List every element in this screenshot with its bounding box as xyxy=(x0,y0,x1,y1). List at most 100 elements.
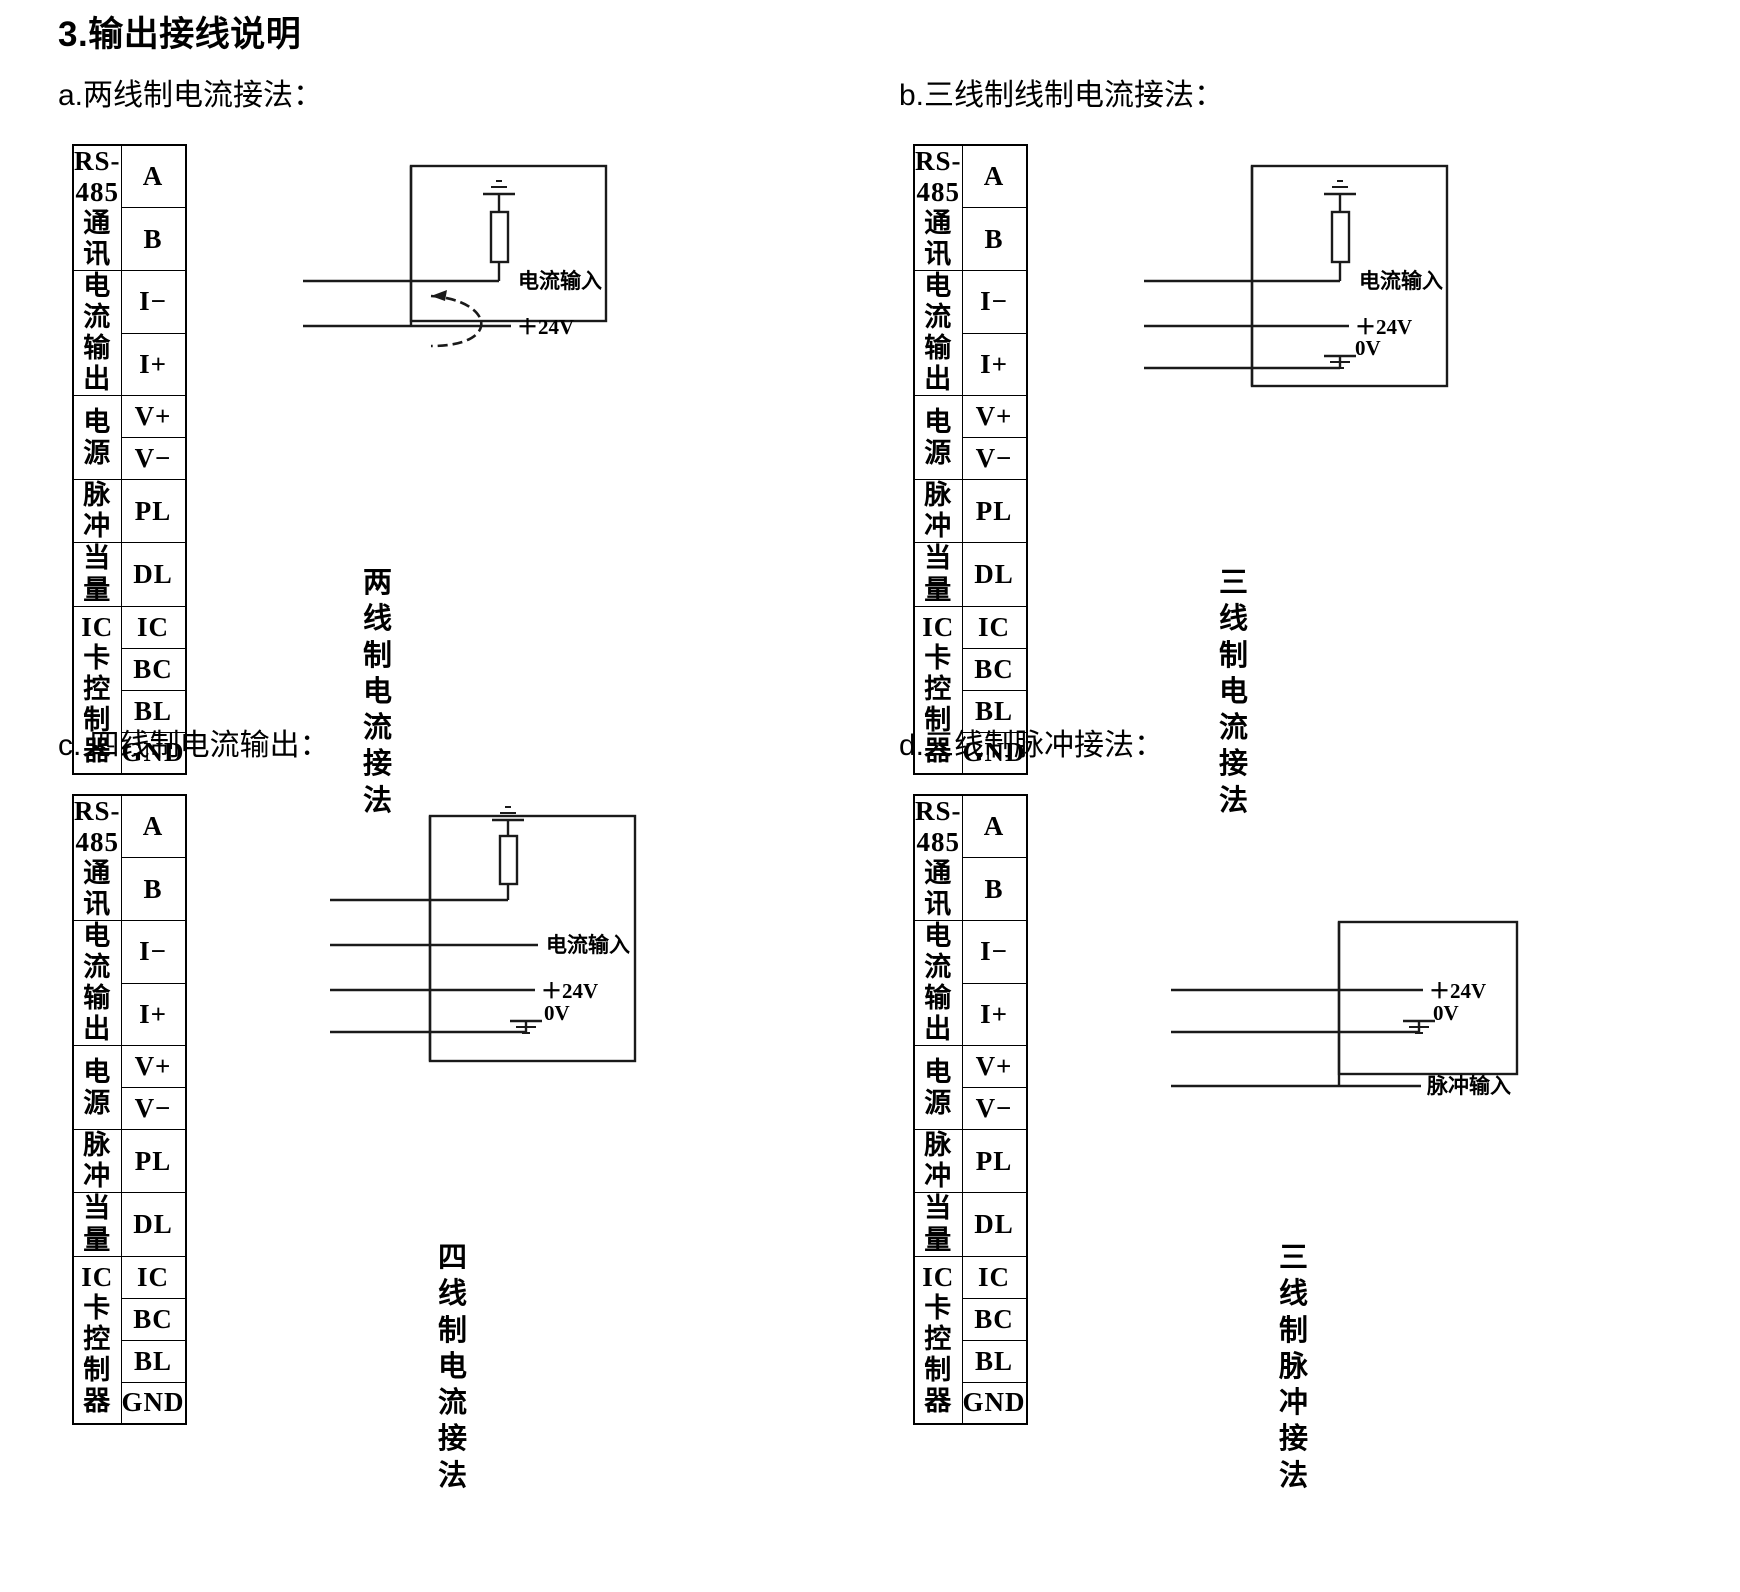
group-cell-current-output: 电流输出 xyxy=(72,270,122,397)
group-cell-ic-controller: IC卡控制器 xyxy=(913,1255,963,1425)
group-cell-current-output: 电流输出 xyxy=(72,920,122,1047)
pin-cell-b: B xyxy=(120,857,187,922)
pin-cell-v-plus: V+ xyxy=(961,395,1028,439)
group-cell-equivalent: 当量 xyxy=(913,542,963,607)
table-row: B xyxy=(73,207,187,272)
table-row: GND xyxy=(914,1381,1028,1425)
table-row: 电流输出 I− xyxy=(913,920,1028,1047)
pin-cell-a: A xyxy=(120,144,187,209)
pin-cell-gnd: GND xyxy=(961,1381,1028,1425)
group-cell-ic-controller: IC卡控制器 xyxy=(72,605,122,775)
table-row: 脉冲 PL xyxy=(913,1129,1028,1194)
pin-cell-bl: BL xyxy=(961,689,1028,733)
table-row: 电源 V+ xyxy=(913,1045,1028,1131)
group-cell-pulse: 脉冲 xyxy=(913,479,963,544)
table-row: I+ xyxy=(73,982,187,1047)
table-row: 脉冲 PL xyxy=(913,479,1028,544)
label-current-input-c: 电流输入 xyxy=(546,933,630,957)
table-row: BL xyxy=(73,1339,187,1383)
pin-cell-gnd: GND xyxy=(961,731,1028,775)
pin-cell-dl: DL xyxy=(120,1192,187,1257)
panel-a-caption: 两线制电 流接法 xyxy=(363,567,393,817)
group-cell-pulse: 脉冲 xyxy=(72,479,122,544)
pin-cell-b: B xyxy=(961,857,1028,922)
label-0v-b: 0V xyxy=(1355,336,1381,360)
table-row: BC xyxy=(73,1297,187,1341)
pin-cell-ic: IC xyxy=(961,605,1028,649)
table-row: BC xyxy=(914,647,1028,691)
table-row: 电流输出 I− xyxy=(72,270,187,397)
group-cell-equivalent: 当量 xyxy=(913,1192,963,1257)
pin-cell-pl: PL xyxy=(120,479,187,544)
table-row: V− xyxy=(914,1087,1028,1131)
pin-cell-v-plus: V+ xyxy=(961,1045,1028,1089)
table-row: 电源 V+ xyxy=(913,395,1028,481)
label-0v-d: 0V xyxy=(1433,1001,1459,1025)
pin-cell-i-plus: I+ xyxy=(120,982,187,1047)
panel-d-caption: 三线制脉 冲接法 xyxy=(1279,1242,1309,1492)
pin-cell-v-minus: V− xyxy=(120,437,187,481)
table-row: 当量 DL xyxy=(913,542,1028,607)
table-row: B xyxy=(73,857,187,922)
table-row: 电源 V+ xyxy=(72,1045,187,1131)
table-row: B xyxy=(914,857,1028,922)
table-row: IC卡控制器 IC xyxy=(72,1255,187,1425)
circuit-diagram-b: 电流输入 ＋24V 0V xyxy=(1144,150,1464,430)
pin-cell-b: B xyxy=(120,207,187,272)
table-row: 电流输出 I− xyxy=(72,920,187,1047)
panel-b-title: b.三线制线制电流接法： xyxy=(899,79,1225,112)
group-line-2: 通讯 xyxy=(83,208,112,270)
pin-cell-ic: IC xyxy=(120,605,187,649)
label-current-input-b: 电流输入 xyxy=(1359,269,1443,293)
label-24v-d: ＋24V xyxy=(1429,979,1486,1003)
table-row: 当量 DL xyxy=(72,1192,187,1257)
pin-cell-a: A xyxy=(961,144,1028,209)
group-cell-equivalent: 当量 xyxy=(72,542,122,607)
table-row: 脉冲 PL xyxy=(72,1129,187,1194)
panel-b-caption: 三线制电 流接法 xyxy=(1219,567,1249,817)
group-cell-power: 电源 xyxy=(913,1045,963,1131)
pin-cell-dl: DL xyxy=(961,1192,1028,1257)
pin-cell-ic: IC xyxy=(961,1255,1028,1299)
pin-cell-v-plus: V+ xyxy=(120,395,187,439)
table-row: I+ xyxy=(914,332,1028,397)
pin-cell-v-minus: V− xyxy=(961,437,1028,481)
table-row: IC卡控制器 IC xyxy=(913,605,1028,775)
pin-cell-gnd: GND xyxy=(120,1381,187,1425)
label-24v-b: ＋24V xyxy=(1355,315,1412,339)
group-cell-power: 电源 xyxy=(913,395,963,481)
table-row: GND xyxy=(73,1381,187,1425)
table-row: 脉冲 PL xyxy=(72,479,187,544)
page-title: 3.输出接线说明 xyxy=(58,15,302,54)
table-row: 电源 V+ xyxy=(72,395,187,481)
panel-d-title: d.三线制脉冲接法： xyxy=(899,729,1165,762)
pin-cell-bc: BC xyxy=(120,1297,187,1341)
pin-cell-v-minus: V− xyxy=(961,1087,1028,1131)
table-row: IC卡控制器 IC xyxy=(913,1255,1028,1425)
group-cell-current-output: 电流输出 xyxy=(913,270,963,397)
pin-cell-bl: BL xyxy=(120,689,187,733)
table-row: 当量 DL xyxy=(913,1192,1028,1257)
table-row: BC xyxy=(914,1297,1028,1341)
panel-c-title: c. 四线制电流输出： xyxy=(58,729,330,762)
group-line-1: RS-485 xyxy=(74,146,121,208)
table-row: BL xyxy=(73,689,187,733)
label-0v-c: 0V xyxy=(544,1001,570,1025)
pin-cell-i-minus: I− xyxy=(120,270,187,334)
pin-cell-i-plus: I+ xyxy=(961,982,1028,1047)
pin-cell-ic: IC xyxy=(120,1255,187,1299)
pin-cell-bc: BC xyxy=(120,647,187,691)
table-row: BL xyxy=(914,1339,1028,1383)
group-cell-power: 电源 xyxy=(72,395,122,481)
